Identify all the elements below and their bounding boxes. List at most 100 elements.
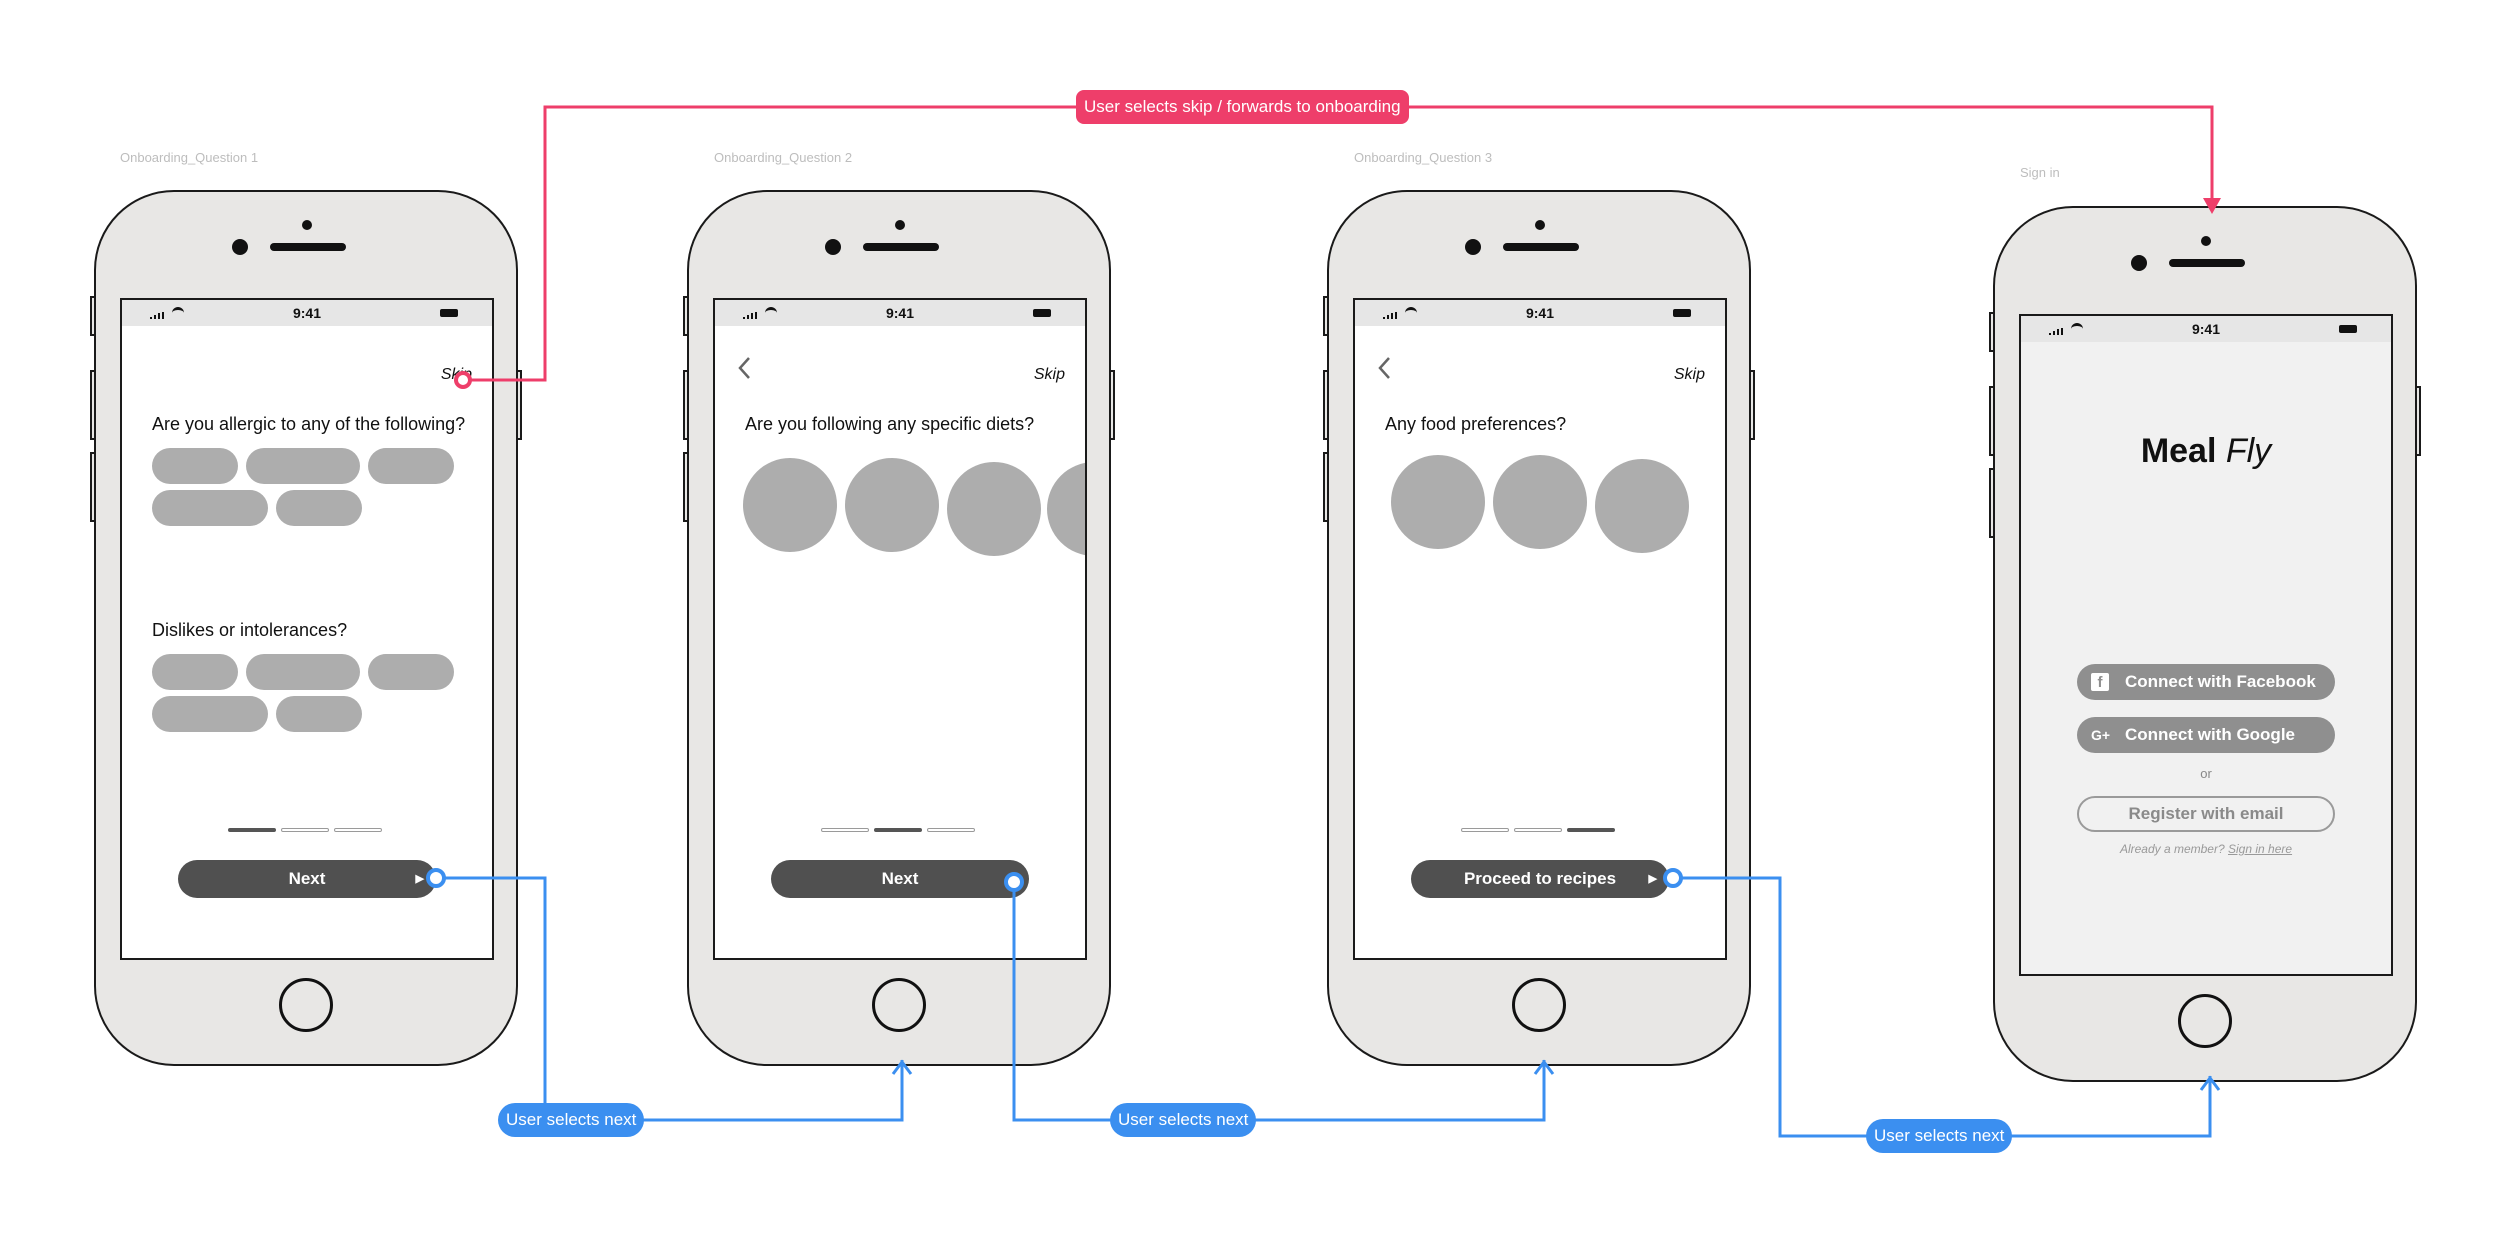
proceed-button-label: Proceed to recipes [1463,869,1617,888]
signal-icon [2049,328,2065,335]
play-arrow-icon: ▶ [415,873,424,885]
wifi-icon [2071,323,2083,335]
artboard-label-q2: Onboarding_Question 2 [714,150,853,165]
home-button [1512,978,1566,1032]
google-plus-icon: G+ [2091,727,2111,743]
flow-origin-skip [454,371,472,389]
logo-word-meal: Meal [2140,432,2217,470]
facebook-button-label: Connect with Facebook [2125,672,2316,691]
register-email-button[interactable]: Register with email [2077,796,2335,832]
question-dislikes: Dislikes or intolerances? [152,620,348,640]
signal-icon [150,312,166,319]
flow-tag-next-3: User selects next [1866,1119,2013,1153]
screen-q2: 9:41 Skip Are you following any specific… [713,298,1087,960]
page-dot [334,828,382,832]
option-chip[interactable] [152,490,268,526]
status-bar: 9:41 [122,300,492,326]
already-member-label: Already a member? [2119,842,2225,856]
question-allergies: Are you allergic to any of the following… [152,414,466,434]
google-button-label: Connect with Google [2125,725,2295,744]
phone-speaker [863,243,939,251]
status-time: 9:41 [1525,305,1555,321]
option-chip[interactable] [152,696,268,732]
already-member-text: Already a member? Sign in here [2021,842,2391,856]
artboard-label-q1: Onboarding_Question 1 [120,150,259,165]
home-button [872,978,926,1032]
screen-q3: 9:41 Skip Any food preferences? Proceed … [1353,298,1727,960]
status-time: 9:41 [2191,321,2221,337]
diet-option[interactable] [947,462,1041,556]
preference-option[interactable] [1595,459,1689,553]
page-dot [1514,828,1562,832]
flow-tag-skip: User selects skip / forwards to onboardi… [1076,90,1409,124]
proceed-to-recipes-button[interactable]: Proceed to recipes ▶ [1411,860,1669,898]
phone-camera [825,239,841,255]
flow-origin-next-3 [1663,868,1683,888]
page-dot [821,828,869,832]
flow-arrowhead-skip [2203,198,2221,214]
screen-q1: 9:41 Skip Are you allergic to any of the… [120,298,494,960]
option-chip[interactable] [368,654,454,690]
home-button [279,978,333,1032]
page-dot-active [874,828,922,832]
option-chip[interactable] [368,448,454,484]
phone-q2: 9:41 Skip Are you following any specific… [687,190,1111,1066]
diet-option[interactable] [845,458,939,552]
sign-in-link[interactable]: Sign in here [2228,842,2293,856]
artboard-label-signin: Sign in [2020,165,2060,180]
next-button[interactable]: Next [771,860,1029,898]
flow-tag-next-2: User selects next [1110,1103,1257,1137]
wifi-icon [1405,307,1417,319]
option-chip[interactable] [246,654,360,690]
flow-arrowhead-next-2 [1533,1059,1555,1075]
page-dot [281,828,329,832]
phone-sensor [1535,220,1545,230]
status-bar: 9:41 [715,300,1085,326]
phone-q1: 9:41 Skip Are you allergic to any of the… [94,190,518,1066]
skip-button[interactable]: Skip [1673,366,1705,383]
phone-speaker [2169,259,2245,267]
phone-q3: 9:41 Skip Any food preferences? Proceed … [1327,190,1751,1066]
next-button-label: Next [288,869,326,888]
artboard-label-q3: Onboarding_Question 3 [1354,150,1493,165]
flow-line-skip [463,105,2214,382]
battery-icon [1033,309,1051,317]
connect-facebook-button[interactable]: f Connect with Facebook [2077,664,2335,700]
diet-option[interactable] [743,458,837,552]
preference-option[interactable] [1391,455,1485,549]
facebook-icon: f [2091,673,2109,691]
preference-option[interactable] [1493,455,1587,549]
back-chevron-icon[interactable] [737,355,753,381]
phone-sensor [2201,236,2211,246]
next-button-label: Next [881,869,919,888]
phone-speaker [270,243,346,251]
home-button [2178,994,2232,1048]
play-arrow-icon: ▶ [1648,873,1657,885]
app-logo: Meal Fly [2021,432,2391,471]
skip-button[interactable]: Skip [1033,366,1065,383]
battery-icon [2339,325,2357,333]
option-chip[interactable] [276,490,362,526]
option-chip[interactable] [276,696,362,732]
flow-origin-next-1 [426,868,446,888]
battery-icon [440,309,458,317]
back-chevron-icon[interactable] [1377,355,1393,381]
option-chip[interactable] [246,448,360,484]
phone-sensor [895,220,905,230]
option-chip[interactable] [152,654,238,690]
option-chip[interactable] [152,448,238,484]
connect-google-button[interactable]: G+ Connect with Google [2077,717,2335,753]
signal-icon [1383,312,1399,319]
wifi-icon [765,307,777,319]
phone-signin: 9:41 Meal Fly f Connect with Facebook G+… [1993,206,2417,1082]
next-button[interactable]: Next ▶ [178,860,436,898]
phone-camera [232,239,248,255]
status-bar: 9:41 [1355,300,1725,326]
or-divider: or [2200,766,2212,781]
wifi-icon [172,307,184,319]
phone-sensor [302,220,312,230]
page-dot [1461,828,1509,832]
status-time: 9:41 [292,305,322,321]
status-time: 9:41 [885,305,915,321]
